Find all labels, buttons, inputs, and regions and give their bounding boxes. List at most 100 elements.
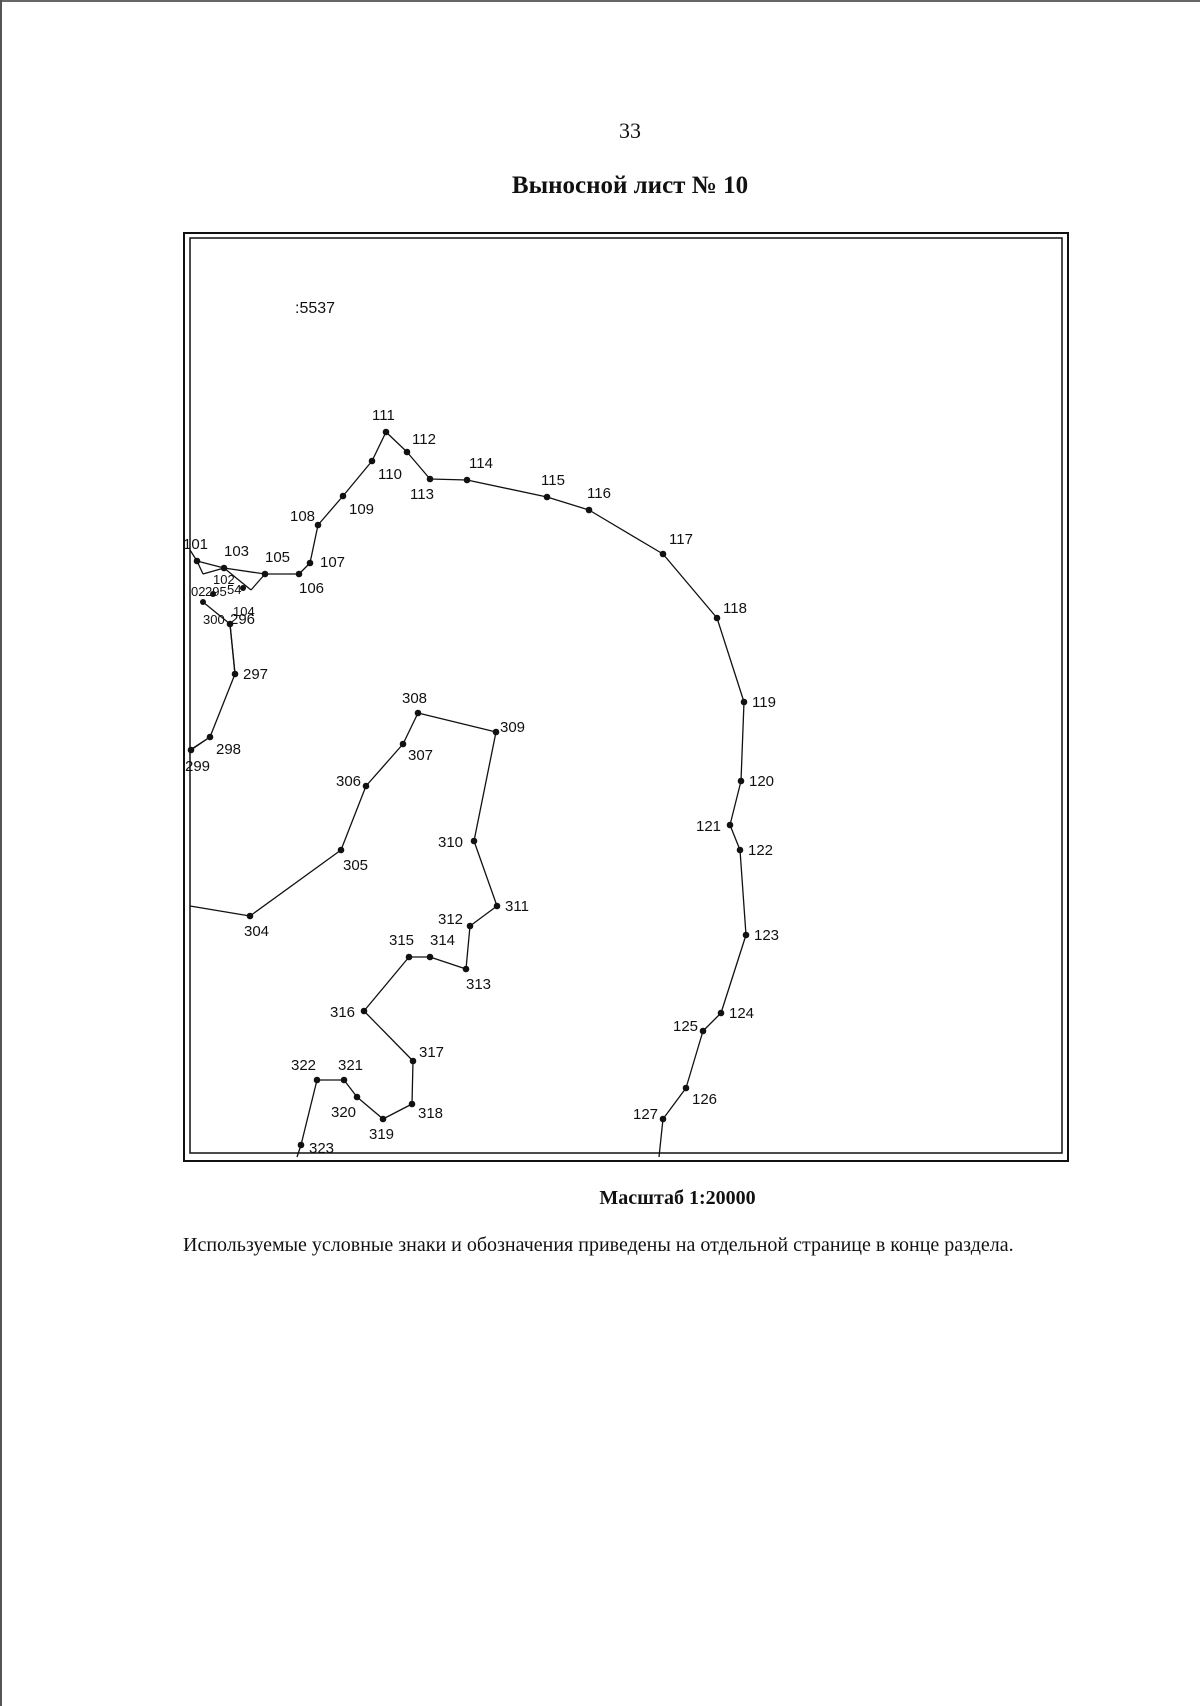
boundary-segment-122-123 [739, 849, 747, 936]
point-label-311: 311 [505, 898, 529, 915]
point-label-318: 318 [418, 1105, 443, 1122]
cluster-point-1 [210, 591, 216, 597]
boundary-segment-307-308 [402, 712, 419, 745]
cluster-point-2 [240, 585, 246, 591]
boundary-segment-125-126 [685, 1030, 704, 1089]
boundary-lines [189, 431, 747, 1158]
boundary-segment-312-313 [465, 925, 471, 970]
boundary-segment-297-298 [209, 673, 236, 738]
boundary-segment-117-118 [662, 553, 718, 619]
point-label-298: 298 [216, 741, 241, 758]
point-115 [543, 493, 551, 501]
point-label-105: 105 [265, 549, 290, 566]
point-label-111: 111 [372, 407, 395, 424]
legend-note: Используемые условные знаки и обозначени… [183, 1234, 1014, 1256]
boundary-segment-120-121 [729, 780, 742, 826]
map-outer-border [183, 232, 1069, 1162]
map-inner-border [189, 237, 1063, 1154]
point-label-306: 306 [336, 773, 361, 790]
point-120 [737, 777, 745, 785]
point-101 [193, 557, 201, 565]
point-label-124: 124 [729, 1005, 754, 1022]
point-121 [726, 821, 734, 829]
point-109 [339, 492, 347, 500]
point-label-316: 316 [330, 1004, 355, 1021]
point-label-115: 115 [541, 472, 565, 489]
point-label-127: 127 [633, 1106, 658, 1123]
boundary-points [187, 428, 750, 1149]
point-125 [699, 1027, 707, 1035]
boundary-segment-118-119 [716, 617, 745, 703]
point-label-304: 304 [244, 923, 269, 940]
boundary-segment-123-124 [720, 934, 747, 1014]
boundary-segment-124-125 [702, 1012, 722, 1032]
point-label-120: 120 [749, 773, 774, 790]
boundary-segment-116-117 [588, 509, 664, 555]
point-label-114: 114 [469, 455, 493, 472]
point-127 [659, 1115, 667, 1123]
boundary-segment-103-105 [223, 567, 266, 575]
point-113 [426, 475, 434, 483]
boundary-segment-306-307 [365, 743, 404, 787]
boundary-segment-110-111 [371, 431, 387, 462]
point-107 [306, 559, 314, 567]
scan-top-edge [0, 0, 1200, 2]
point-321 [340, 1076, 348, 1084]
point-label-121: 121 [696, 818, 721, 835]
point-322 [313, 1076, 321, 1084]
point-323 [297, 1141, 305, 1149]
scan-left-edge [0, 0, 2, 1706]
point-116 [585, 506, 593, 514]
point-298 [206, 733, 214, 741]
cluster-label-1: 295 [205, 584, 227, 599]
boundary-segment-310-311 [473, 840, 498, 907]
point-label-122: 122 [748, 842, 773, 859]
point-label-314: 314 [430, 932, 455, 949]
boundary-segment-309-310 [473, 731, 497, 842]
point-label-312: 312 [438, 911, 463, 928]
point-label-319: 319 [369, 1126, 394, 1143]
point-110 [368, 457, 376, 465]
point-label-103: 103 [224, 543, 249, 560]
point-309 [492, 728, 500, 736]
point-306 [362, 782, 370, 790]
point-119 [740, 698, 748, 706]
cluster-label-5: 300 [203, 612, 225, 627]
boundary-segment-115-116 [546, 496, 590, 511]
point-label-320: 320 [331, 1104, 356, 1121]
boundary-segment-104-105 [250, 573, 266, 591]
point-label-113: 113 [410, 486, 434, 503]
boundary-segment-316-317 [363, 1010, 414, 1062]
boundary-segment-322-323 [300, 1079, 318, 1146]
boundary-segment-311-312 [469, 905, 498, 927]
point-label-123: 123 [754, 927, 779, 944]
boundary-segment-304-305 [249, 849, 342, 917]
point-label-308: 308 [402, 690, 427, 707]
point-label-112: 112 [412, 431, 436, 448]
boundary-segment-103-104 [223, 567, 252, 591]
point-108 [314, 521, 322, 529]
point-299 [187, 746, 195, 754]
boundary-segment-114-115 [466, 479, 548, 498]
point-308 [414, 709, 422, 717]
point-311 [493, 902, 501, 910]
boundary-segment-308-309 [417, 712, 497, 733]
point-label-323: 323 [309, 1140, 334, 1157]
point-313 [462, 965, 470, 973]
point-112 [403, 448, 411, 456]
point-105 [261, 570, 269, 578]
point-label-297: 297 [243, 666, 268, 683]
point-label-299: 299 [185, 758, 210, 775]
point-118 [713, 614, 721, 622]
boundary-segment-101-103 [196, 560, 225, 569]
cluster-label-0: 02 [191, 584, 205, 599]
boundary-segment-304-edge [189, 905, 251, 917]
point-316 [360, 1007, 368, 1015]
boundary-segment-126-127 [662, 1087, 687, 1120]
cluster-label-2: 54 [227, 582, 241, 597]
point-label-109: 109 [349, 501, 374, 518]
point-label-313: 313 [466, 976, 491, 993]
point-296 [226, 620, 234, 628]
point-318 [408, 1100, 416, 1108]
